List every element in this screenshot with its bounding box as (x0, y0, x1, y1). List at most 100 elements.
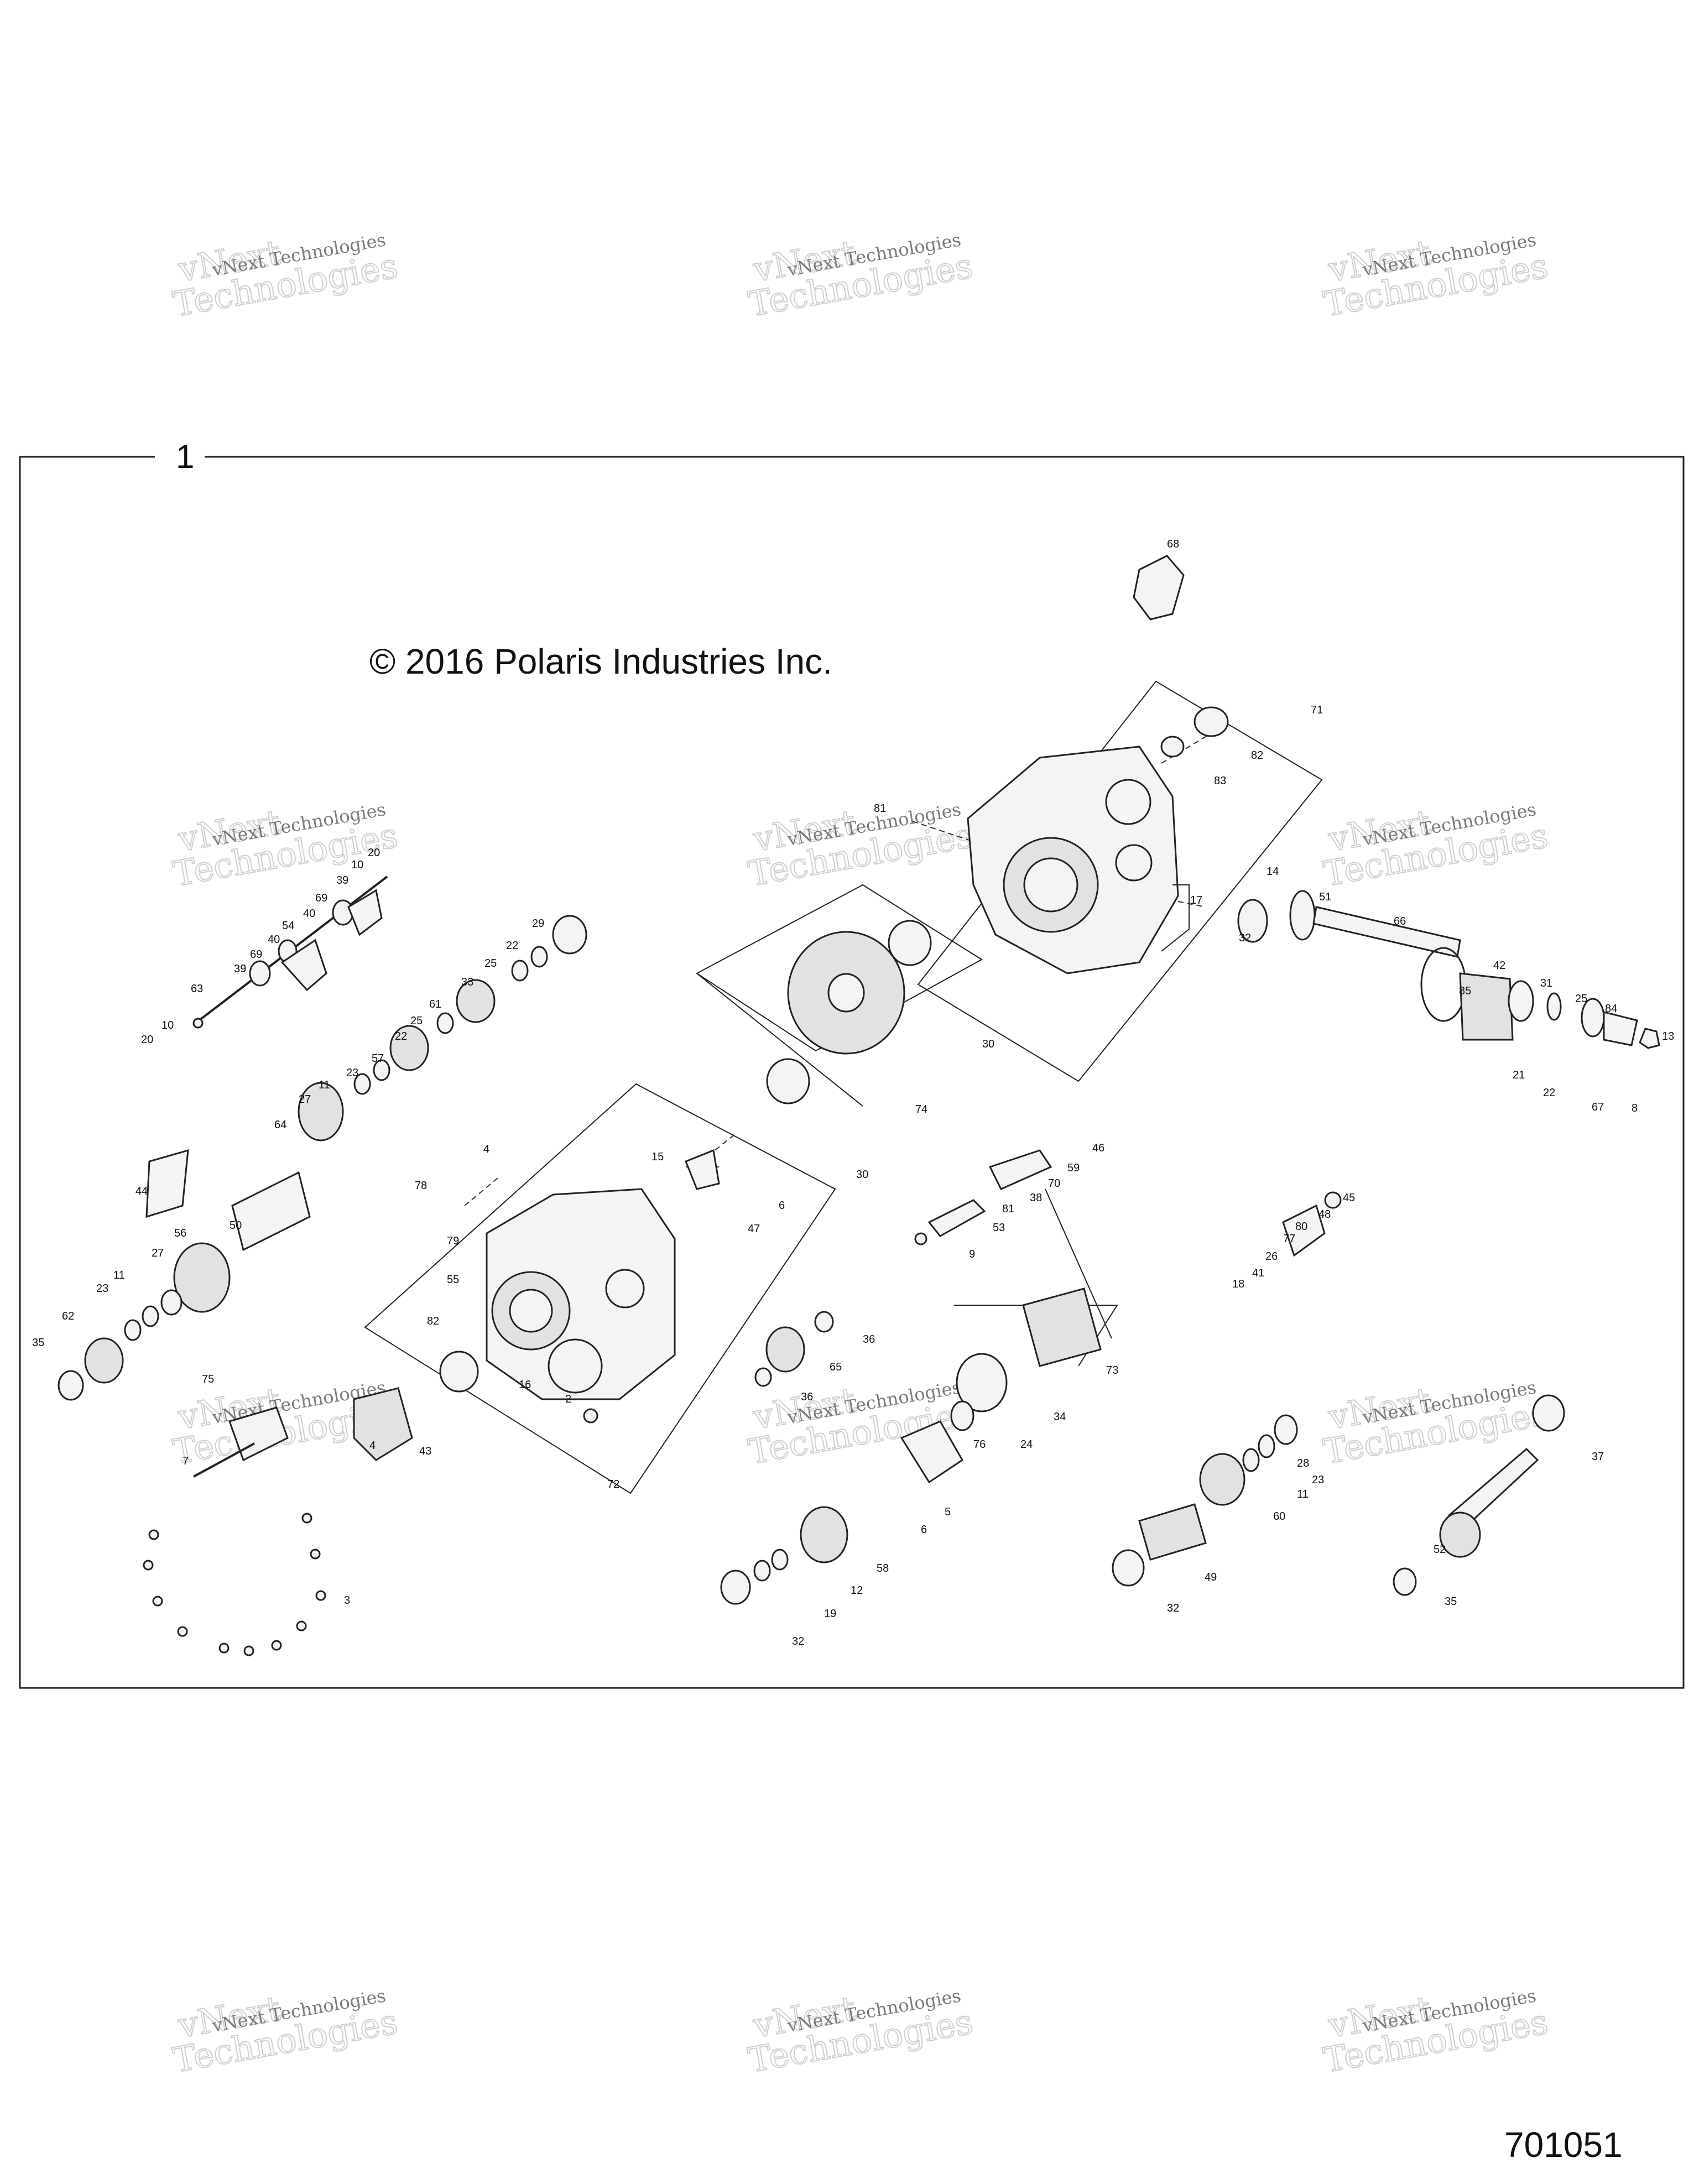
callout-number: 52 (1434, 1544, 1446, 1556)
seal-82-top (1194, 706, 1229, 737)
callout-number: 72 (607, 1478, 619, 1490)
callout-number: 26 (1265, 1250, 1278, 1263)
callout-number: 36 (863, 1333, 875, 1346)
callout-number: 46 (1092, 1142, 1104, 1154)
gear-60-stack (1112, 1414, 1298, 1587)
callout-number: 79 (447, 1235, 459, 1247)
callout-number: 76 (973, 1438, 986, 1451)
callout-number: 59 (1067, 1162, 1080, 1174)
callout-number: 61 (429, 998, 441, 1010)
callout-number: 6 (779, 1200, 785, 1212)
callout-number: 22 (1543, 1087, 1555, 1099)
callout-number: 9 (969, 1248, 975, 1260)
callout-number: 81 (874, 802, 886, 815)
callout-number: 39 (336, 874, 348, 887)
callout-number: 48 (1318, 1208, 1331, 1221)
watermark: vNext Technologies vNext Technologies (745, 1985, 977, 2081)
callout-number: 3 (344, 1594, 350, 1607)
callout-number: 39 (234, 963, 246, 975)
callout-number: 60 (1273, 1510, 1285, 1523)
gear-65 (754, 1311, 834, 1387)
callout-number: 27 (299, 1093, 311, 1106)
callout-number: 32 (1239, 932, 1251, 944)
watermark: vNext Technologies vNext Technologies (1320, 799, 1552, 894)
callout-number: 35 (1445, 1596, 1457, 1608)
callout-number: 58 (877, 1562, 889, 1575)
watermark: vNext Technologies vNext Technologies (745, 229, 977, 325)
callout-number: 54 (282, 920, 294, 932)
callout-number: 25 (410, 1015, 423, 1027)
callout-number: 23 (96, 1283, 108, 1295)
callout-number: 17 (1190, 894, 1202, 906)
bracket-74-left (696, 973, 863, 1107)
callout-number: 11 (319, 1079, 330, 1091)
callout-number: 11 (1297, 1488, 1309, 1500)
callout-number: 81 (1002, 1203, 1014, 1215)
callout-number: 32 (1167, 1602, 1179, 1614)
bracket-73-left (1045, 1189, 1112, 1339)
callout-number: 29 (532, 918, 544, 930)
callout-number: 62 (62, 1310, 74, 1322)
callout-number: 34 (1054, 1411, 1066, 1423)
callout-number: 33 (461, 976, 473, 988)
output-shaft-assembly (1237, 890, 1660, 1049)
callout-number: 25 (1575, 993, 1587, 1005)
callout-number: 53 (993, 1222, 1005, 1234)
callout-number: 36 (801, 1391, 813, 1403)
watermark: vNext Technologies vNext Technologies (745, 799, 977, 894)
callout-number: 20 (368, 847, 380, 859)
callout-number: 68 (1167, 538, 1179, 550)
transmission-case-upper (967, 746, 1190, 974)
watermark: vNext Technologies vNext Technologies (170, 229, 402, 325)
callout-number: 65 (830, 1361, 842, 1373)
seal-83 (1160, 736, 1185, 758)
callout-number: 30 (982, 1038, 994, 1050)
callout-number: 69 (315, 892, 327, 904)
callout-number: 66 (1394, 915, 1406, 927)
callout-number: 83 (1214, 775, 1226, 787)
callout-number: 42 (1493, 960, 1505, 972)
callout-number: 75 (202, 1373, 214, 1385)
callout-number: 41 (1252, 1267, 1264, 1279)
callout-number: 7 (183, 1455, 189, 1467)
callout-number: 38 (1030, 1192, 1042, 1204)
cover-plate-76 (900, 1420, 963, 1484)
shift-fork-assembly (192, 875, 388, 1029)
callout-number: 20 (141, 1034, 153, 1046)
watermark: vNext Technologies vNext Technologies (1320, 1377, 1552, 1472)
callout-number: 32 (792, 1635, 804, 1648)
callout-number: 71 (1311, 704, 1323, 716)
callout-number: 22 (395, 1030, 407, 1043)
callout-number: 49 (1205, 1571, 1217, 1583)
callout-number: 16 (519, 1379, 531, 1391)
input-shaft-stack (58, 915, 587, 1401)
callout-number: 57 (372, 1052, 384, 1065)
callout-number: 23 (1312, 1474, 1324, 1486)
callout-number: 30 (856, 1169, 868, 1181)
callout-number: 40 (303, 908, 315, 920)
callout-number: 63 (191, 983, 203, 995)
callout-number: 24 (1020, 1438, 1033, 1451)
callout-number: 18 (1232, 1278, 1244, 1290)
callout-number: 51 (1319, 891, 1331, 903)
shaft-52 (1393, 1394, 1565, 1596)
callout-number: 6 (921, 1524, 927, 1536)
callout-number: 28 (1297, 1457, 1309, 1469)
callout-number: 23 (346, 1067, 358, 1079)
case-bracket-68 (1133, 555, 1185, 621)
callout-number: 2 (565, 1393, 571, 1405)
callout-number: 4 (483, 1143, 489, 1155)
callout-number: 19 (824, 1608, 836, 1620)
callout-number: 73 (1106, 1364, 1118, 1377)
transmission-case-lower (439, 1149, 720, 1424)
callout-number: 69 (250, 948, 262, 961)
diagram-number: 701051 (1504, 2125, 1623, 2165)
callout-number: 10 (161, 1019, 174, 1031)
copyright-text: © 2016 Polaris Industries Inc. (369, 642, 832, 681)
callout-number: 4 (369, 1440, 376, 1452)
callout-number: 10 (351, 859, 363, 871)
callout-number: 37 (1592, 1451, 1604, 1463)
callout-number: 77 (1283, 1233, 1295, 1245)
pump-assembly-43 (193, 1387, 413, 1478)
callout-number: 50 (230, 1219, 242, 1232)
